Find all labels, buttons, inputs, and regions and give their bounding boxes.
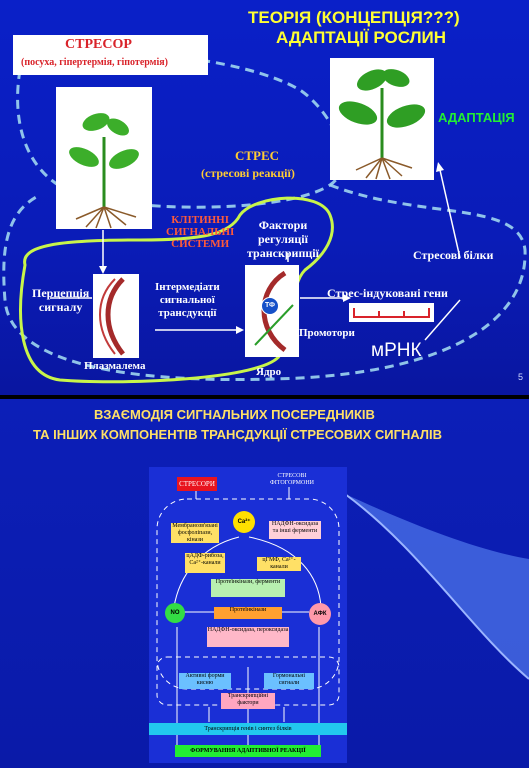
no-node: NO bbox=[165, 603, 185, 623]
diagram-cell-2: НАДФН-оксидаза та інші ферменти bbox=[269, 521, 321, 539]
stressor-box: СТРЕСОР (посуха, гіпертермія, гіпотермія… bbox=[13, 35, 208, 75]
diagram-cell-5: Протеїнкінази, ферменти bbox=[211, 579, 285, 597]
slide-adaptation-theory: ТЕОРІЯ (КОНЦЕПЦІЯ???) АДАПТАЦІЇ РОСЛИН С… bbox=[0, 0, 529, 395]
adapted-plant-image bbox=[330, 58, 434, 180]
stress-subtitle: (стресові реакції) bbox=[201, 166, 295, 180]
gene-bar bbox=[349, 303, 434, 322]
stressors-box: СТРЕСОРИ bbox=[177, 477, 217, 491]
diagram-cell-11: Транскрипція генів і синтез білків bbox=[149, 723, 347, 735]
plasmalemma-label: Плазмалема bbox=[84, 360, 146, 372]
slide2-decor-swoosh bbox=[344, 493, 529, 680]
stress-title: СТРЕС bbox=[235, 148, 280, 163]
stress-phytohormones: СТРЕСОВІ ФІТОГОРМОНИ bbox=[270, 473, 314, 486]
adaptation-label: АДАПТАЦІЯ bbox=[438, 110, 515, 125]
plasmalemma-image bbox=[93, 274, 139, 358]
tf-circle: ТФ bbox=[261, 297, 279, 315]
diagram-cell-9: Гормональні сигнали bbox=[264, 673, 314, 689]
slide2-title-line1: ВЗАЄМОДІЯ СИГНАЛЬНИХ ПОСЕРЕДНИКІВ bbox=[94, 407, 375, 422]
stress-dashed-loop bbox=[2, 51, 527, 384]
slide-signal-interaction: ВЗАЄМОДІЯ СИГНАЛЬНИХ ПОСЕРЕДНИКІВ ТА ІНШ… bbox=[0, 399, 529, 768]
promoters-label: Промотори bbox=[299, 327, 355, 339]
diagram-cell-1: Мембранозв'язані фосфоліпази, кінази bbox=[171, 523, 219, 543]
diagram-cell-7: НАДФН-оксидаза, пероксидаза bbox=[207, 627, 289, 647]
stressed-plant-image bbox=[56, 87, 152, 229]
slide1-title-line1: ТЕОРІЯ (КОНЦЕПЦІЯ???) bbox=[248, 8, 460, 27]
stressor-subtitle: (посуха, гіпертермія, гіпотермія) bbox=[21, 57, 169, 68]
cell-signal-systems: КЛІТИННІ СИГНАЛЬНІ СИСТЕМИ bbox=[166, 214, 235, 250]
signal-diagram: СТРЕСОРИ СТРЕСОВІ ФІТОГОРМОНИ Ca²⁺ NO АФ… bbox=[149, 467, 347, 763]
nucleus-label: Ядро bbox=[256, 366, 282, 378]
intermediates-label: Інтермедіати сигнальної трансдукції bbox=[155, 281, 220, 319]
diagram-cell-3: цАДФ-рибоза, Ca²⁺-канали bbox=[185, 553, 225, 573]
diagram-cell-4: цГМФ, Ca²⁺-канали bbox=[257, 557, 301, 571]
stressor-title: СТРЕСОР bbox=[65, 37, 132, 52]
page-number: 5 bbox=[518, 372, 524, 382]
transcription-factors-label: Фактори регуляції транскрипції bbox=[247, 218, 319, 260]
ca-node: Ca²⁺ bbox=[233, 511, 255, 533]
diagram-cell-8: Активні форми кисню bbox=[179, 673, 231, 689]
mrna-label: мРНК bbox=[371, 340, 422, 361]
slide2-title-line2: ТА ІНШИХ КОМПОНЕНТІВ ТРАНСДУКЦІЇ СТРЕСОВ… bbox=[33, 427, 443, 442]
diagram-cell-6: Протеїнкінази bbox=[214, 607, 282, 619]
perception-label: Перцепція сигналу bbox=[32, 286, 90, 314]
afk-node: АФК bbox=[309, 603, 331, 625]
induced-genes-label: Стрес-індуковані гени bbox=[327, 286, 448, 300]
stress-proteins-label: Стресові білки bbox=[413, 248, 494, 262]
diagram-cell-12: ФОРМУВАННЯ АДАПТИВНОЇ РЕАКЦІЇ bbox=[175, 745, 321, 757]
slide1-title-line2: АДАПТАЦІЇ РОСЛИН bbox=[276, 28, 447, 47]
diagram-cell-10: Транскрипційні фактори bbox=[221, 693, 275, 709]
nucleus-image: ТФ bbox=[245, 265, 299, 357]
